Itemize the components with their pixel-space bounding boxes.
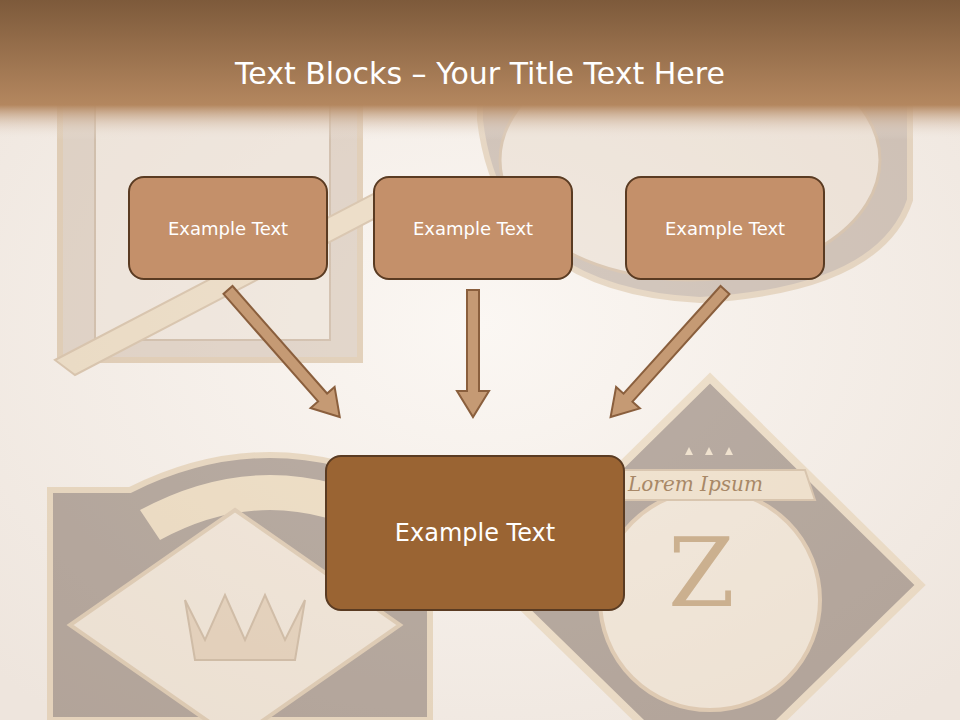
block-text: Example Text (665, 218, 785, 239)
text-block: Example Text (373, 176, 573, 280)
text-block: Example Text (128, 176, 328, 280)
block-arrow (457, 290, 489, 417)
slide-title: Text Blocks – Your Title Text Here (0, 56, 960, 91)
block-text: Example Text (413, 218, 533, 239)
block-arrow (223, 286, 339, 417)
block-text: Example Text (168, 218, 288, 239)
text-block: Example Text (625, 176, 825, 280)
block-arrow (611, 286, 730, 417)
header-band (0, 0, 960, 140)
text-block: Example Text (325, 455, 625, 611)
badge-shapes (50, 40, 920, 720)
badge-lettering: Lorem Ipsum (628, 474, 763, 494)
badge-lettering: Z (668, 525, 735, 621)
block-text: Example Text (395, 519, 555, 547)
